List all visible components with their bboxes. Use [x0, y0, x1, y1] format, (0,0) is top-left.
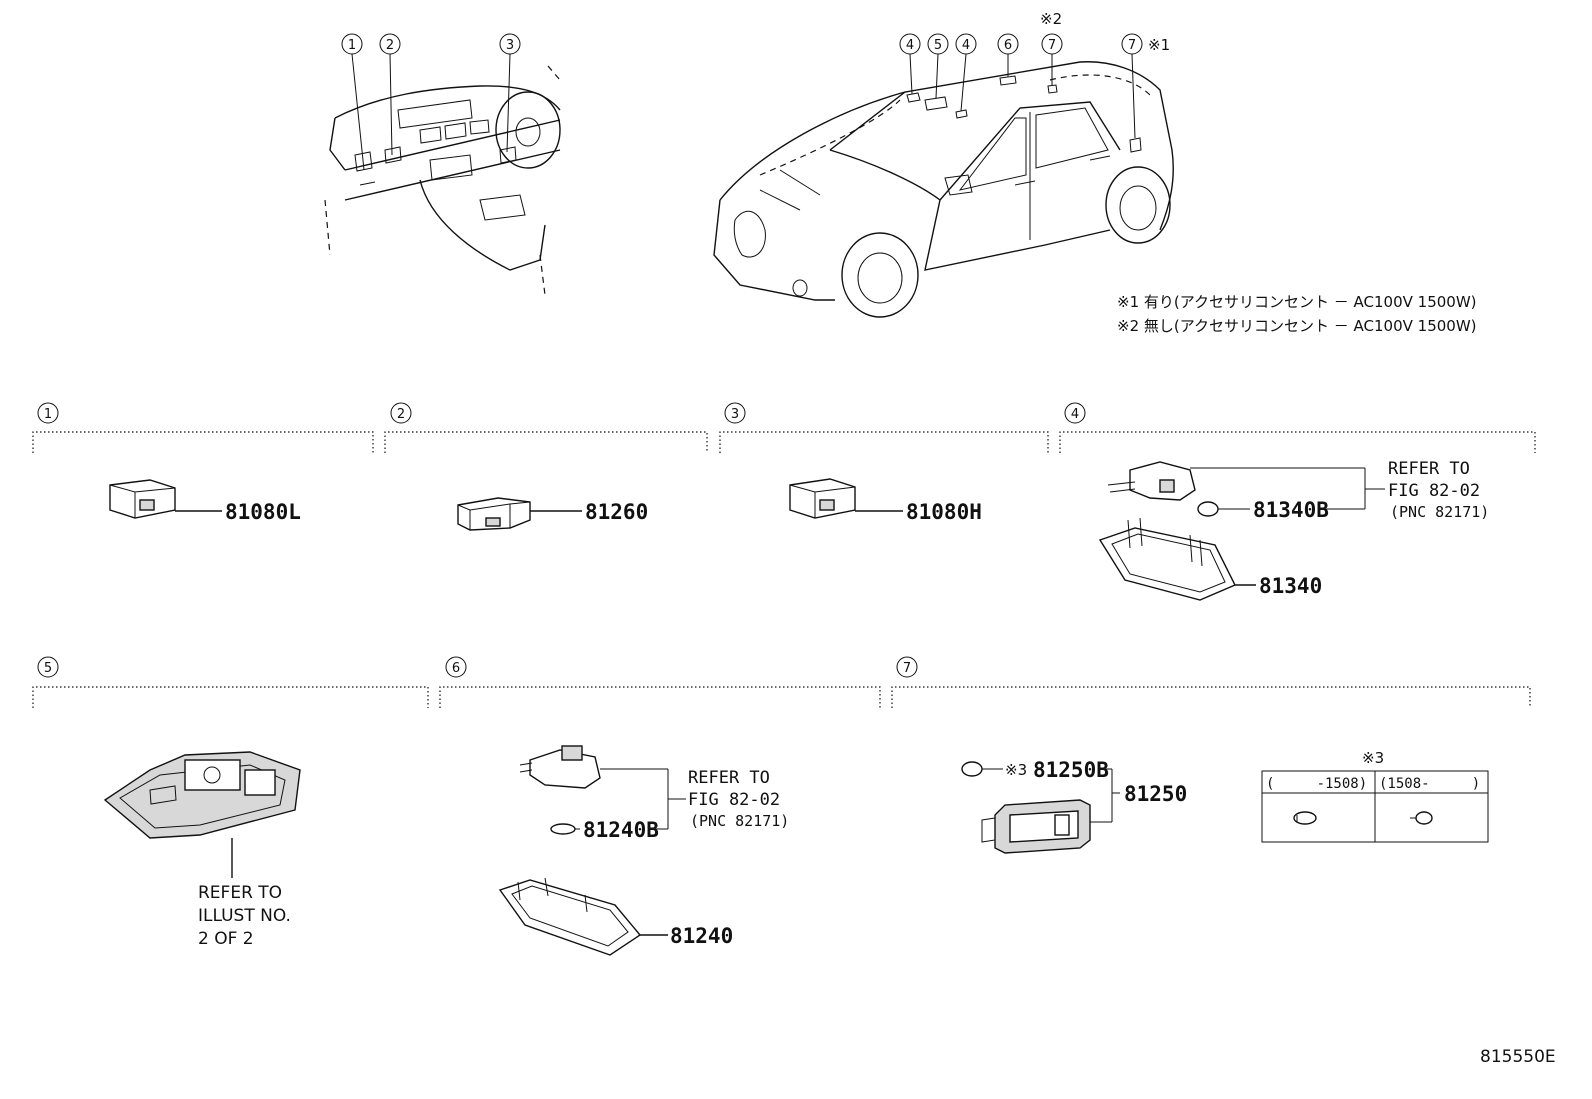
callout-circle: [499, 33, 521, 55]
section-callouts: 1 2 3 4 5 6 7: [37, 402, 1086, 678]
callout-6-label: 6: [1004, 38, 1012, 53]
part-81250-lamp-drawing: [981, 768, 1120, 854]
callout-2-label: 2: [386, 38, 394, 53]
part-81260-drawing: [457, 497, 582, 531]
reference-line: (PNC 82171): [690, 812, 789, 830]
reference-line: REFER TO: [688, 768, 770, 788]
callout-circle: [1121, 33, 1143, 55]
reference-section-4: REFER TO FIG 82-02 (PNC 82171): [1388, 459, 1489, 521]
section-3-label: 3: [731, 407, 739, 422]
part-number-81250B: 81250B: [1033, 758, 1109, 782]
part-81240B-socket-drawing: [519, 745, 686, 835]
reference-section-5: REFER TO ILLUST NO. 2 OF 2: [198, 883, 291, 949]
bulb-variant-table: [1261, 770, 1489, 843]
callout-circle: [927, 33, 949, 55]
part-81080H-drawing: [789, 478, 903, 519]
section-2-label: 2: [397, 407, 405, 422]
dashboard-illustration: [324, 65, 561, 296]
section-7-label: 7: [903, 661, 911, 676]
note-mark-3: ※3: [1005, 761, 1027, 779]
part-number-81340B: 81340B: [1253, 498, 1329, 522]
part-81080L-drawing: [109, 479, 222, 519]
dashboard-leaders: [351, 53, 511, 171]
section-4-label: 4: [1071, 407, 1079, 422]
reference-line: REFER TO: [1388, 459, 1470, 479]
callout-circle: [955, 33, 977, 55]
table-note-mark-3: ※3: [1362, 749, 1384, 767]
reference-line: REFER TO: [198, 883, 282, 903]
callout-3-label: 3: [506, 38, 514, 53]
part-number-81260: 81260: [585, 500, 648, 524]
reference-line: FIG 82-02: [1388, 481, 1480, 501]
callout-circle: [379, 33, 401, 55]
callout-circle: [1041, 33, 1063, 55]
part-number-81340: 81340: [1259, 574, 1322, 598]
overhead-console-drawing: [103, 751, 301, 878]
callout-circle: [341, 33, 363, 55]
callouts-dashboard: 1 2 3: [341, 33, 521, 55]
reference-line: FIG 82-02: [688, 790, 780, 810]
callout-4-label: 4: [962, 38, 970, 53]
callout-7-label: 7: [1048, 38, 1056, 53]
callout-7-label: 7: [1128, 38, 1136, 53]
diagram-id: 815550E: [1480, 1047, 1556, 1067]
callout-5-label: 5: [934, 38, 942, 53]
part-number-81250: 81250: [1124, 782, 1187, 806]
part-number-81240: 81240: [670, 924, 733, 948]
callout-4-label: 4: [906, 38, 914, 53]
section-1-label: 1: [44, 407, 52, 422]
section-6-label: 6: [452, 661, 460, 676]
part-81340-lamp-drawing: [1098, 517, 1256, 601]
callout-1-label: 1: [348, 38, 356, 53]
reference-line: 2 OF 2: [198, 929, 254, 949]
note-mark-1: ※1: [1148, 36, 1170, 54]
reference-section-6: REFER TO FIG 82-02 (PNC 82171): [688, 768, 789, 830]
part-81240-lamp-drawing: [498, 877, 668, 956]
part-81250B-bulb-drawing: [961, 761, 1003, 777]
note-1: ※1 有り(アクセサリコンセント － AC100V 1500W): [1117, 293, 1477, 311]
bulb-table-col2-header: (1508- ): [1379, 776, 1480, 792]
bulb-table-col1-header: ( -1508): [1266, 776, 1367, 792]
note-2: ※2 無し(アクセサリコンセント － AC100V 1500W): [1117, 317, 1477, 335]
reference-line: (PNC 82171): [1390, 503, 1489, 521]
note-mark-2: ※2: [1040, 10, 1062, 28]
section-5-label: 5: [44, 661, 52, 676]
car-illustration: [713, 61, 1174, 318]
part-number-81240B: 81240B: [583, 818, 659, 842]
reference-line: ILLUST NO.: [198, 906, 291, 926]
part-81340B-socket-drawing: [1107, 461, 1385, 517]
section-frames: [32, 431, 1536, 708]
part-number-81080L: 81080L: [225, 500, 301, 524]
callouts-car: 4 5 4 6 7 ※2 7 ※1: [899, 10, 1170, 55]
callout-circle: [899, 33, 921, 55]
car-leaders: [909, 53, 1136, 139]
part-number-81080H: 81080H: [906, 500, 982, 524]
callout-circle: [997, 33, 1019, 55]
